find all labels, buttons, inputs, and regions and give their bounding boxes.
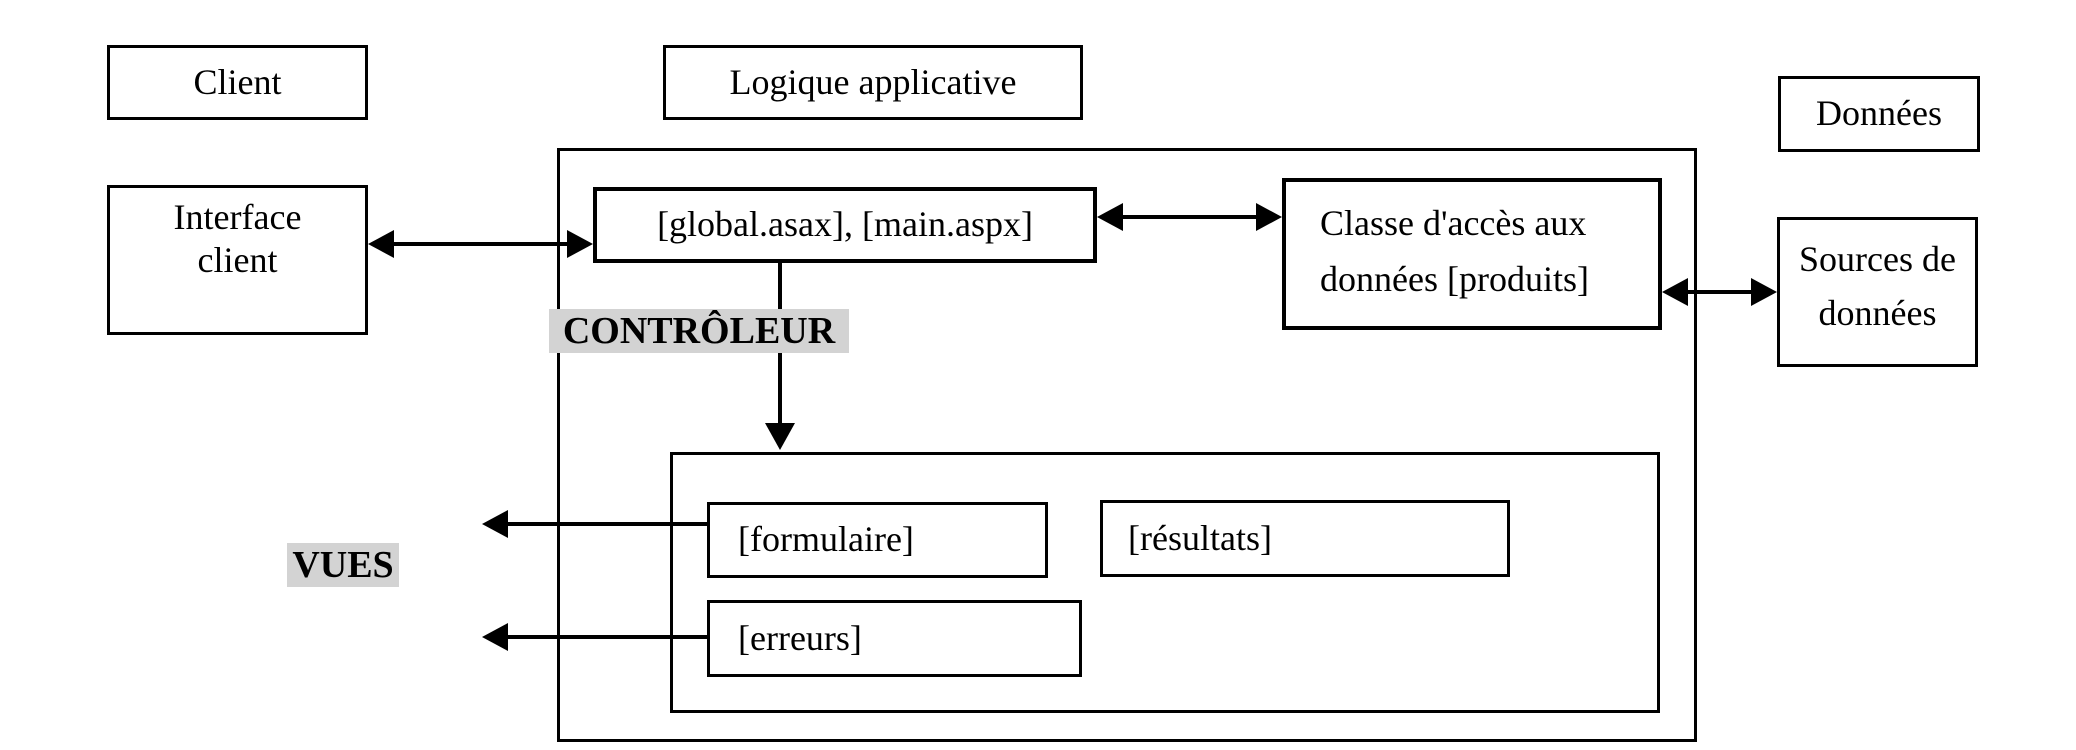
vues-text: VUES: [292, 544, 394, 586]
data-tier-box: Données: [1778, 76, 1980, 152]
formulaire-label: [formulaire]: [738, 519, 914, 560]
application-logic-container: [557, 148, 1697, 742]
arrow-line: [1121, 215, 1258, 219]
erreurs-box: [erreurs]: [707, 600, 1082, 677]
arrow-line: [506, 522, 707, 526]
interface-client-line2: client: [197, 240, 278, 281]
arrowhead-left-icon: [1097, 203, 1123, 231]
global-asax-label: [global.asax], [main.aspx]: [657, 204, 1033, 245]
controleur-text: CONTRÔLEUR: [562, 310, 836, 352]
arrowhead-right-icon: [1751, 278, 1777, 306]
data-access-class-box: Classe d'accès aux données [produits]: [1282, 178, 1662, 330]
client-tier-box: Client: [107, 45, 368, 120]
data-tier-label: Données: [1816, 93, 1942, 134]
application-tier-box: Logique applicative: [663, 45, 1083, 120]
data-sources-box: Sources de données: [1777, 217, 1978, 367]
arrowhead-right-icon: [1256, 203, 1282, 231]
vues-label: VUES: [287, 543, 399, 587]
data-sources-line2: données: [1818, 293, 1937, 333]
global-asax-box: [global.asax], [main.aspx]: [593, 187, 1097, 263]
formulaire-box: [formulaire]: [707, 502, 1048, 578]
resultats-box: [résultats]: [1100, 500, 1510, 577]
arrowhead-down-icon: [765, 423, 795, 450]
data-access-line2: données [produits]: [1320, 258, 1589, 299]
interface-client-box: Interface client: [107, 185, 368, 335]
arrowhead-left-icon: [482, 623, 508, 651]
data-access-line1: Classe d'accès aux: [1320, 203, 1587, 243]
erreurs-label: [erreurs]: [738, 617, 862, 658]
resultats-label: [résultats]: [1128, 517, 1272, 558]
arrow-line: [506, 635, 707, 639]
controleur-label: CONTRÔLEUR: [549, 309, 849, 353]
arrowhead-left-icon: [482, 510, 508, 538]
arrow-line: [1686, 290, 1753, 294]
views-container: [670, 452, 1660, 713]
arrowhead-left-icon: [368, 230, 394, 258]
data-sources-line1: Sources de: [1799, 239, 1956, 279]
interface-client-line1: Interface: [173, 197, 302, 237]
application-tier-label: Logique applicative: [729, 61, 1017, 102]
arrow-line: [392, 242, 569, 246]
arrowhead-right-icon: [567, 230, 593, 258]
client-tier-label: Client: [193, 61, 282, 102]
arrowhead-left-icon: [1662, 278, 1688, 306]
